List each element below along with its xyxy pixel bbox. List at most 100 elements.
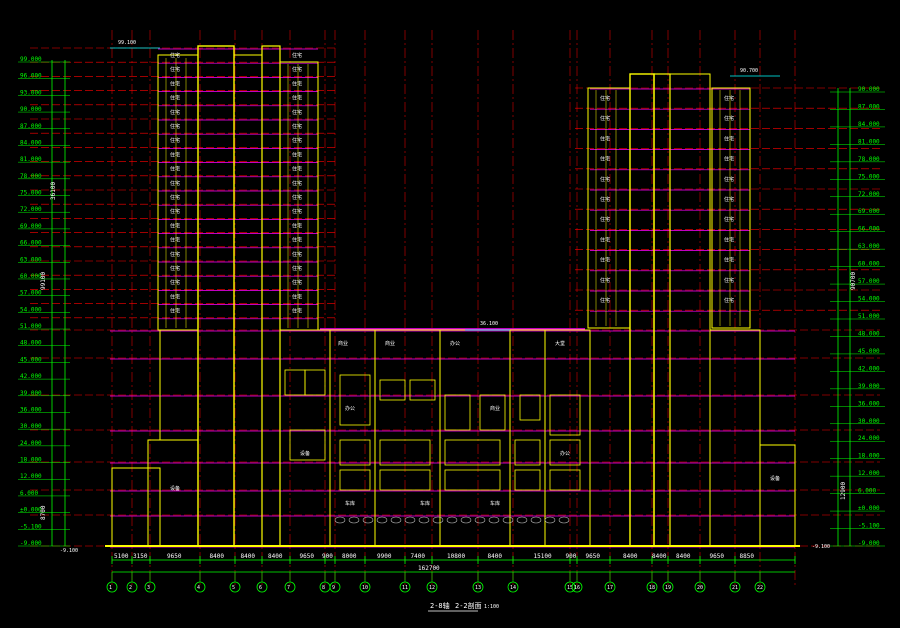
podium-room [339,374,371,426]
drawing-title: 2-2剖面 [455,601,482,610]
axis-bubble [571,581,583,593]
left-tower-mid [233,54,263,547]
left-elevation-label: 42.000 [20,373,42,380]
bottom-dimension-label: 8400 [676,553,691,560]
room-label: 住宅 [170,151,180,158]
left-elevation-label: 39.000 [20,390,42,397]
bottom-dimension-label: 3150 [133,553,148,560]
room-label: 住宅 [600,115,610,122]
right-elevation-label: 51.000 [858,313,880,320]
parking-car-symbol [348,516,360,524]
axis-label: 18 [649,585,655,591]
left-elevation-label: 48.000 [20,340,42,347]
axis-label: 16 [574,585,580,591]
drawing-title-prefix: 2-8轴 [430,601,450,610]
podium-room-label: 设备 [770,475,780,482]
room-label: 住宅 [600,277,610,284]
room-label: 住宅 [170,52,180,59]
left-total-height: 99100 [40,272,47,290]
right-basement-height: 12900 [840,482,847,500]
podium-room [339,469,371,491]
right-elevation-label: 60.000 [858,261,880,268]
left-elevation-label: 78.000 [20,173,42,180]
bottom-dimension-label: 9650 [586,553,601,560]
right-elevation-label: 81.000 [858,138,880,145]
left-elevation-label: ±0.000 [20,507,42,514]
right-tower-west-wing [587,87,631,329]
room-label: 住宅 [600,196,610,203]
room-label: 住宅 [724,257,734,264]
axis-bubble [106,581,118,593]
podium-room [339,439,371,466]
podium-room-label: 商业 [338,340,348,347]
axis-bubble [399,581,411,593]
left-tower-core [197,45,235,547]
left-elevation-label: 60.000 [20,273,42,280]
podium-room-label: 车库 [490,500,500,507]
podium-room [379,379,406,401]
podium-room [289,429,326,461]
room-label: 住宅 [292,151,302,158]
podium-room [409,379,436,401]
parking-car-symbol [418,516,430,524]
podium-room [444,394,471,431]
axis-bubble [729,581,741,593]
room-label: 住宅 [292,279,302,286]
axis-bubble [472,581,484,593]
left-elevation-label: 30.000 [20,423,42,430]
left-podium-upper [159,329,199,441]
right-elevation-label: 75.000 [858,173,880,180]
axis-bubble [284,581,296,593]
bottom-dimension-label: 15100 [534,553,552,560]
parking-car-symbol [334,516,346,524]
room-label: 住宅 [292,137,302,144]
axis-label: 10 [362,585,368,591]
right-elevation-label: ±0.000 [858,505,880,512]
left-podium-height: 36100 [50,182,57,200]
room-label: 住宅 [724,135,734,142]
podium-room [304,369,326,396]
podium-room-label: 设备 [170,485,180,492]
parking-car-symbol [432,516,444,524]
left-elevation-label: 24.000 [20,440,42,447]
right-elevation-label: 66.000 [858,226,880,233]
room-label: 住宅 [724,216,734,223]
podium-room [519,394,541,421]
right-elevation-label: 39.000 [858,383,880,390]
room-label: 住宅 [292,293,302,300]
room-label: 住宅 [170,95,180,102]
podium-room-label: 设备 [300,450,310,457]
right-base-elevation: -9.100 [812,544,830,550]
axis-label: 14 [510,585,516,591]
podium-block-a [279,329,331,547]
right-elevation-label: 36.000 [858,400,880,407]
room-label: 住宅 [600,257,610,264]
left-elevation-label: 84.000 [20,139,42,146]
axis-label: 22 [757,585,763,591]
left-elevation-label: 18.000 [20,457,42,464]
axis-bubble [359,581,371,593]
podium-block-b [329,329,376,547]
bottom-dimension-label: 900 [566,553,577,560]
podium-room [284,369,306,396]
room-label: 住宅 [170,279,180,286]
room-label: 住宅 [170,109,180,116]
room-label: 住宅 [292,66,302,73]
axis-label: 8 [322,585,325,591]
bottom-dimension-label: 10800 [447,553,465,560]
room-label: 住宅 [292,251,302,258]
right-elevation-label: 12.000 [858,470,880,477]
axis-label: 15 [567,585,573,591]
bottom-dimension-label: 8400 [210,553,225,560]
right-elevation-label: 42.000 [858,365,880,372]
parking-car-symbol [516,516,528,524]
dimension-layer: 99.00096.00093.00090.00087.00084.00081.0… [18,47,885,593]
bottom-dimension-label: 7400 [411,553,426,560]
room-label: 住宅 [600,216,610,223]
podium-room-label: 商业 [385,340,395,347]
axis-bubble [126,581,138,593]
right-elevation-label: 87.000 [858,103,880,110]
right-elevation-label: 18.000 [858,453,880,460]
axis-label: 2 [129,585,132,591]
axis-bubble [754,581,766,593]
